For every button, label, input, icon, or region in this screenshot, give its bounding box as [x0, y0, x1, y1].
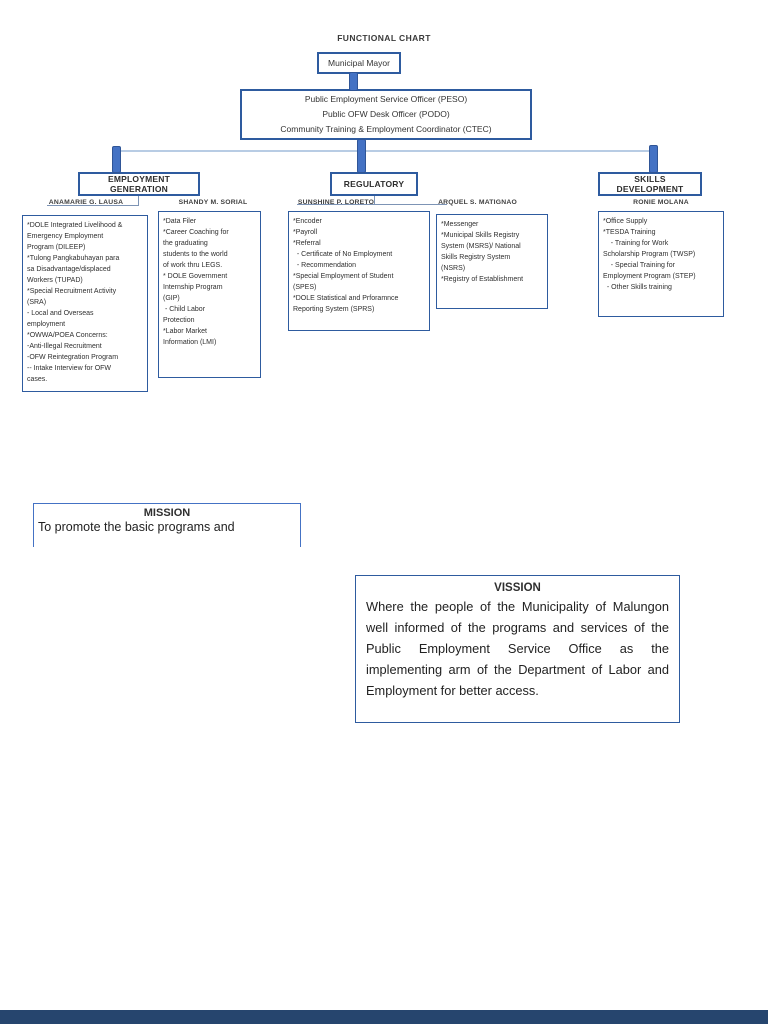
mission-title: MISSION — [143, 507, 191, 519]
mission-body: To promote the basic programs and — [38, 520, 235, 534]
mayor-node: Municipal Mayor — [317, 52, 401, 74]
connector-line-reg-horizontal — [297, 204, 447, 205]
vision-box: VISSION Where the people of the Municipa… — [355, 575, 680, 723]
office-line-ctec: Community Training & Employment Coordina… — [280, 124, 492, 134]
office-line-peso: Public Employment Service Officer (PESO) — [304, 94, 468, 104]
connector-stub-right — [649, 145, 658, 173]
page-title: FUNCTIONAL CHART — [337, 33, 431, 43]
mission-box: MISSION To promote the basic programs an… — [33, 503, 301, 547]
staff-name-arquel: ARQUEL S. MATIGNAO — [438, 199, 517, 206]
branch-regulatory: REGULATORY — [330, 172, 418, 196]
staff-name-ronie: RONIE MOLANA — [633, 199, 689, 206]
connector-line-reg-vertical — [374, 196, 375, 205]
duties-box-ronie: *Office Supply *TESDA Training - Trainin… — [598, 211, 724, 317]
connector-line-eg-horizontal — [47, 205, 139, 206]
connector-horizontal-line — [116, 150, 656, 152]
connector-line-eg-vertical — [138, 196, 139, 206]
connector-stub-center — [357, 139, 366, 173]
vision-body: Where the people of the Municipality of … — [366, 599, 669, 698]
duties-box-sunshine: *Encoder *Payroll *Referral - Certificat… — [288, 211, 430, 331]
duties-box-shandy: *Data Filer *Career Coaching for the gra… — [158, 211, 261, 378]
connector-stub-left — [112, 146, 121, 173]
duties-box-anamarie: *DOLE Integrated Livelihood & Emergency … — [22, 215, 148, 392]
staff-name-shandy: SHANDY M. SORIAL — [178, 199, 248, 206]
staff-name-sunshine: SUNSHINE P. LORETO — [297, 199, 375, 206]
mayor-label: Municipal Mayor — [328, 58, 390, 68]
branch-employment-generation: EMPLOYMENT GENERATION — [78, 172, 200, 196]
peso-office-node: Public Employment Service Officer (PESO)… — [240, 89, 532, 140]
staff-name-anamarie: ANAMARIE G. LAUSA — [48, 199, 124, 206]
office-line-podo: Public OFW Desk Officer (PODO) — [322, 109, 450, 119]
branch-skills-development: SKILLS DEVELOPMENT — [598, 172, 702, 196]
viewer-bottom-bar — [0, 1010, 768, 1024]
vision-title: VISSION — [494, 582, 541, 594]
branch-employment-generation-label: EMPLOYMENT GENERATION — [108, 174, 170, 194]
connector-stub-mayor — [349, 72, 358, 91]
duties-box-arquel: *Messenger *Municipal Skills Registry Sy… — [436, 214, 548, 309]
branch-regulatory-label: REGULATORY — [343, 179, 405, 189]
branch-skills-development-label: SKILLS DEVELOPMENT — [616, 174, 684, 194]
